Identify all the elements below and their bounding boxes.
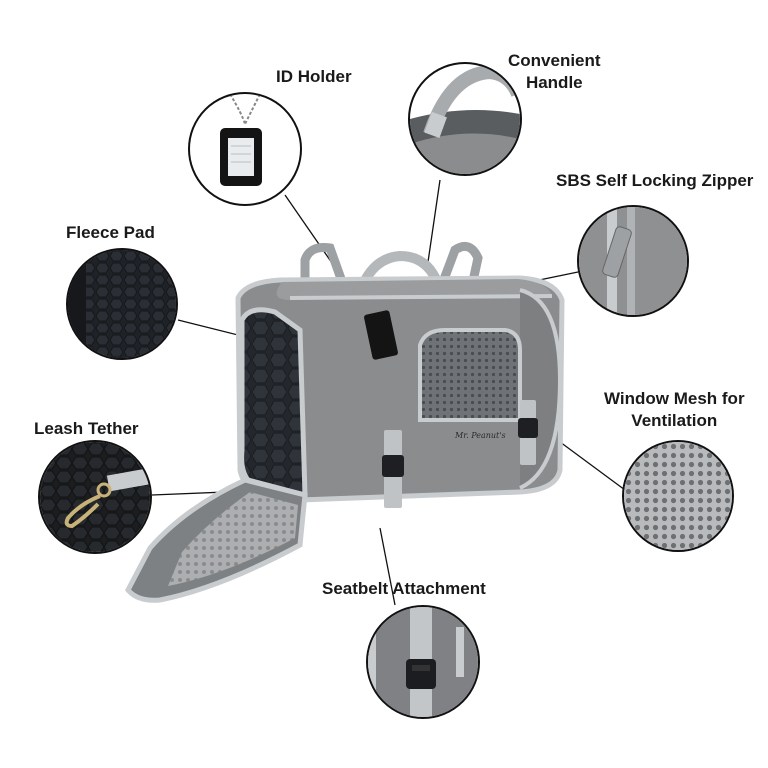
id-tag-icon (220, 94, 262, 186)
id-holder-label: ID Holder (276, 67, 352, 86)
leash-label: Leash Tether (34, 419, 139, 438)
window-label-line1: Window Mesh for (604, 389, 745, 408)
mesh-texture-icon (624, 442, 732, 550)
seatbelt-label: Seatbelt Attachment (322, 579, 486, 598)
window-mesh-circle (622, 440, 734, 552)
handle-label-line1: Convenient (508, 51, 601, 70)
seatbelt-leader (379, 527, 396, 606)
handle-label: Convenient Handle (508, 50, 601, 94)
handle-label-line2: Handle (525, 73, 583, 92)
leash-clip-icon (40, 442, 150, 552)
seatbelt-buckle-icon (368, 607, 478, 717)
leash-tether-circle (38, 440, 152, 554)
zipper-label: SBS Self Locking Zipper (556, 171, 754, 190)
seatbelt-circle (366, 605, 480, 719)
window-label-line2: Ventilation (631, 411, 718, 430)
handle-leader (427, 179, 441, 263)
zipper-circle (577, 205, 689, 317)
fleece-pad-circle (66, 248, 178, 360)
handle-icon (410, 64, 520, 174)
fleece-texture-icon (68, 250, 176, 358)
window-label: Window Mesh for Ventilation (604, 388, 745, 432)
id-holder-circle (188, 92, 302, 206)
zipper-icon (579, 207, 687, 315)
handle-circle (408, 62, 522, 176)
brand-mark: Mr. Peanut's (454, 431, 506, 440)
fleece-label: Fleece Pad (66, 223, 155, 242)
